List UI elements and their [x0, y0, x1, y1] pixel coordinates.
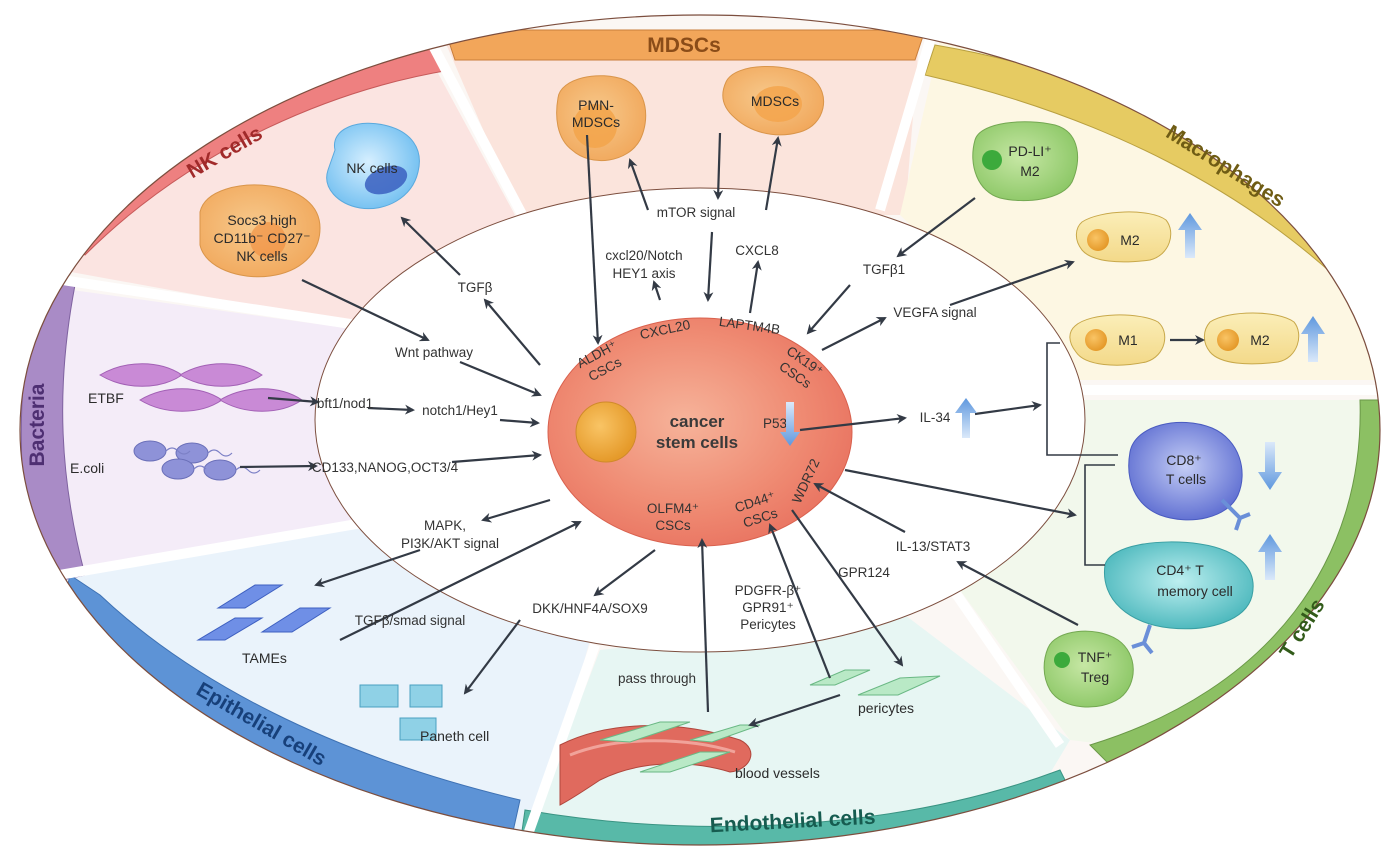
pericytes-label: pericytes [858, 700, 914, 716]
csc-title-line2: stem cells [656, 433, 738, 452]
m2-up-arrow-top [1178, 213, 1202, 258]
svg-text:M1: M1 [1118, 332, 1138, 348]
cxcl20-notch-label-1: cxcl20/Notch [605, 248, 682, 263]
mdscs-title: MDSCs [647, 34, 721, 57]
ecoli-bacteria [133, 440, 237, 481]
svg-text:CD8⁺: CD8⁺ [1166, 452, 1201, 468]
mapk-label-2: PI3K/AKT signal [401, 536, 499, 551]
svg-text:M2: M2 [1120, 232, 1140, 248]
socs3-nk-cell: Socs3 high CD11b⁻ CD27⁻ NK cells [199, 184, 321, 278]
m2-up-arrow-bottom [1301, 316, 1325, 362]
bacteria-title: Bacteria [26, 383, 49, 466]
pass-through-label: pass through [618, 671, 696, 686]
svg-text:CD11b⁻ CD27⁻: CD11b⁻ CD27⁻ [213, 230, 310, 246]
blood-vessel [559, 721, 761, 806]
blood-vessels-label: blood vessels [735, 765, 820, 781]
il34-up-arrow [955, 398, 977, 438]
p53-label: P53 [763, 416, 787, 431]
etbf-label: ETBF [88, 390, 124, 406]
m1-cell: M1 [1069, 314, 1166, 366]
svg-text:T cells: T cells [1166, 471, 1206, 487]
m2-bottom-cell: M2 [1203, 312, 1300, 365]
il34-label: IL-34 [920, 410, 951, 425]
endothelial-panel [520, 615, 1070, 845]
gpr124-label: GPR124 [838, 565, 890, 580]
svg-text:CD4⁺ T: CD4⁺ T [1156, 562, 1204, 578]
tames-label: TAMEs [242, 650, 287, 666]
nk-cell: NK cells [326, 122, 420, 210]
svg-text:M2: M2 [1020, 163, 1040, 179]
cd4-up-arrow [1258, 534, 1282, 580]
bacteria-panel [20, 280, 360, 580]
p53-down-arrow [780, 402, 800, 446]
svg-text:CSCs: CSCs [655, 518, 691, 533]
svg-text:MDSCs: MDSCs [572, 114, 620, 130]
pmn-mdscs-cell: PMN- MDSCs [556, 75, 647, 162]
ecoli-label: E.coli [70, 460, 104, 476]
bft1-label: bft1/nod1 [317, 396, 373, 411]
tcell-bracket [1084, 464, 1115, 566]
tgfb1-label: TGFβ1 [863, 262, 905, 277]
paneth-cells [359, 684, 443, 741]
cd8-t-cell: CD8⁺ T cells [1128, 421, 1251, 531]
svg-text:memory cell: memory cell [1157, 583, 1232, 599]
tgfb-smad-label: TGFβ/smad signal [355, 613, 466, 628]
il34-bracket [1046, 342, 1118, 456]
pdgfr-label-1: PDGFR-β⁺ [735, 583, 802, 598]
cxcl20-notch-label-2: HEY1 axis [612, 266, 675, 281]
svg-text:OLFM4⁺: OLFM4⁺ [647, 501, 699, 516]
svg-text:PMN-: PMN- [578, 97, 614, 113]
ecoli-flagella [165, 447, 261, 474]
tgfb-label: TGFβ [458, 280, 493, 295]
svg-text:Socs3 high: Socs3 high [227, 212, 296, 228]
svg-text:M2: M2 [1250, 332, 1270, 348]
olfm4-label: OLFM4⁺ CSCs [647, 501, 699, 533]
notch1-label: notch1/Hey1 [422, 403, 498, 418]
csc-nucleus [575, 401, 637, 463]
csc-title-line1: cancer [670, 412, 725, 431]
pdgfr-label-3: Pericytes [740, 617, 796, 632]
m2-top-cell: M2 [1075, 211, 1172, 263]
mapk-label-1: MAPK, [424, 518, 466, 533]
tames-cells [196, 584, 332, 641]
mdscs-cell: MDSCs [722, 65, 825, 136]
pdgfr-label-2: GPR91⁺ [742, 600, 793, 615]
il13-label: IL-13/STAT3 [896, 539, 971, 554]
tnf-treg-cell: TNF⁺ Treg [1043, 630, 1134, 708]
svg-text:NK cells: NK cells [236, 248, 287, 264]
mdscs-band [444, 29, 926, 61]
svg-text:MDSCs: MDSCs [751, 93, 799, 109]
paneth-label: Paneth cell [420, 728, 489, 744]
wnt-label: Wnt pathway [395, 345, 473, 360]
pericyte-cells [809, 669, 941, 696]
arrows [239, 132, 1205, 728]
vegfa-label: VEGFA signal [893, 305, 976, 320]
cd4-memory-cell: CD4⁺ T memory cell [1103, 541, 1254, 655]
section-dividers [20, 37, 1380, 845]
outer-border [19, 14, 1381, 846]
svg-text:PD-LI⁺: PD-LI⁺ [1008, 143, 1051, 159]
svg-text:NK cells: NK cells [346, 160, 397, 176]
mtor-label: mTOR signal [657, 205, 736, 220]
etbf-bacteria [99, 363, 303, 412]
dkk-label: DKK/HNF4A/SOX9 [532, 601, 648, 616]
cxcl8-label: CXCL8 [735, 243, 779, 258]
svg-text:TNF⁺: TNF⁺ [1078, 649, 1113, 665]
cd133-label: CD133,NANOG,OCT3/4 [312, 460, 459, 475]
svg-text:Treg: Treg [1081, 669, 1109, 685]
cd8-down-arrow [1258, 442, 1282, 490]
pdl1-m2-cell: PD-LI⁺ M2 [972, 121, 1079, 202]
